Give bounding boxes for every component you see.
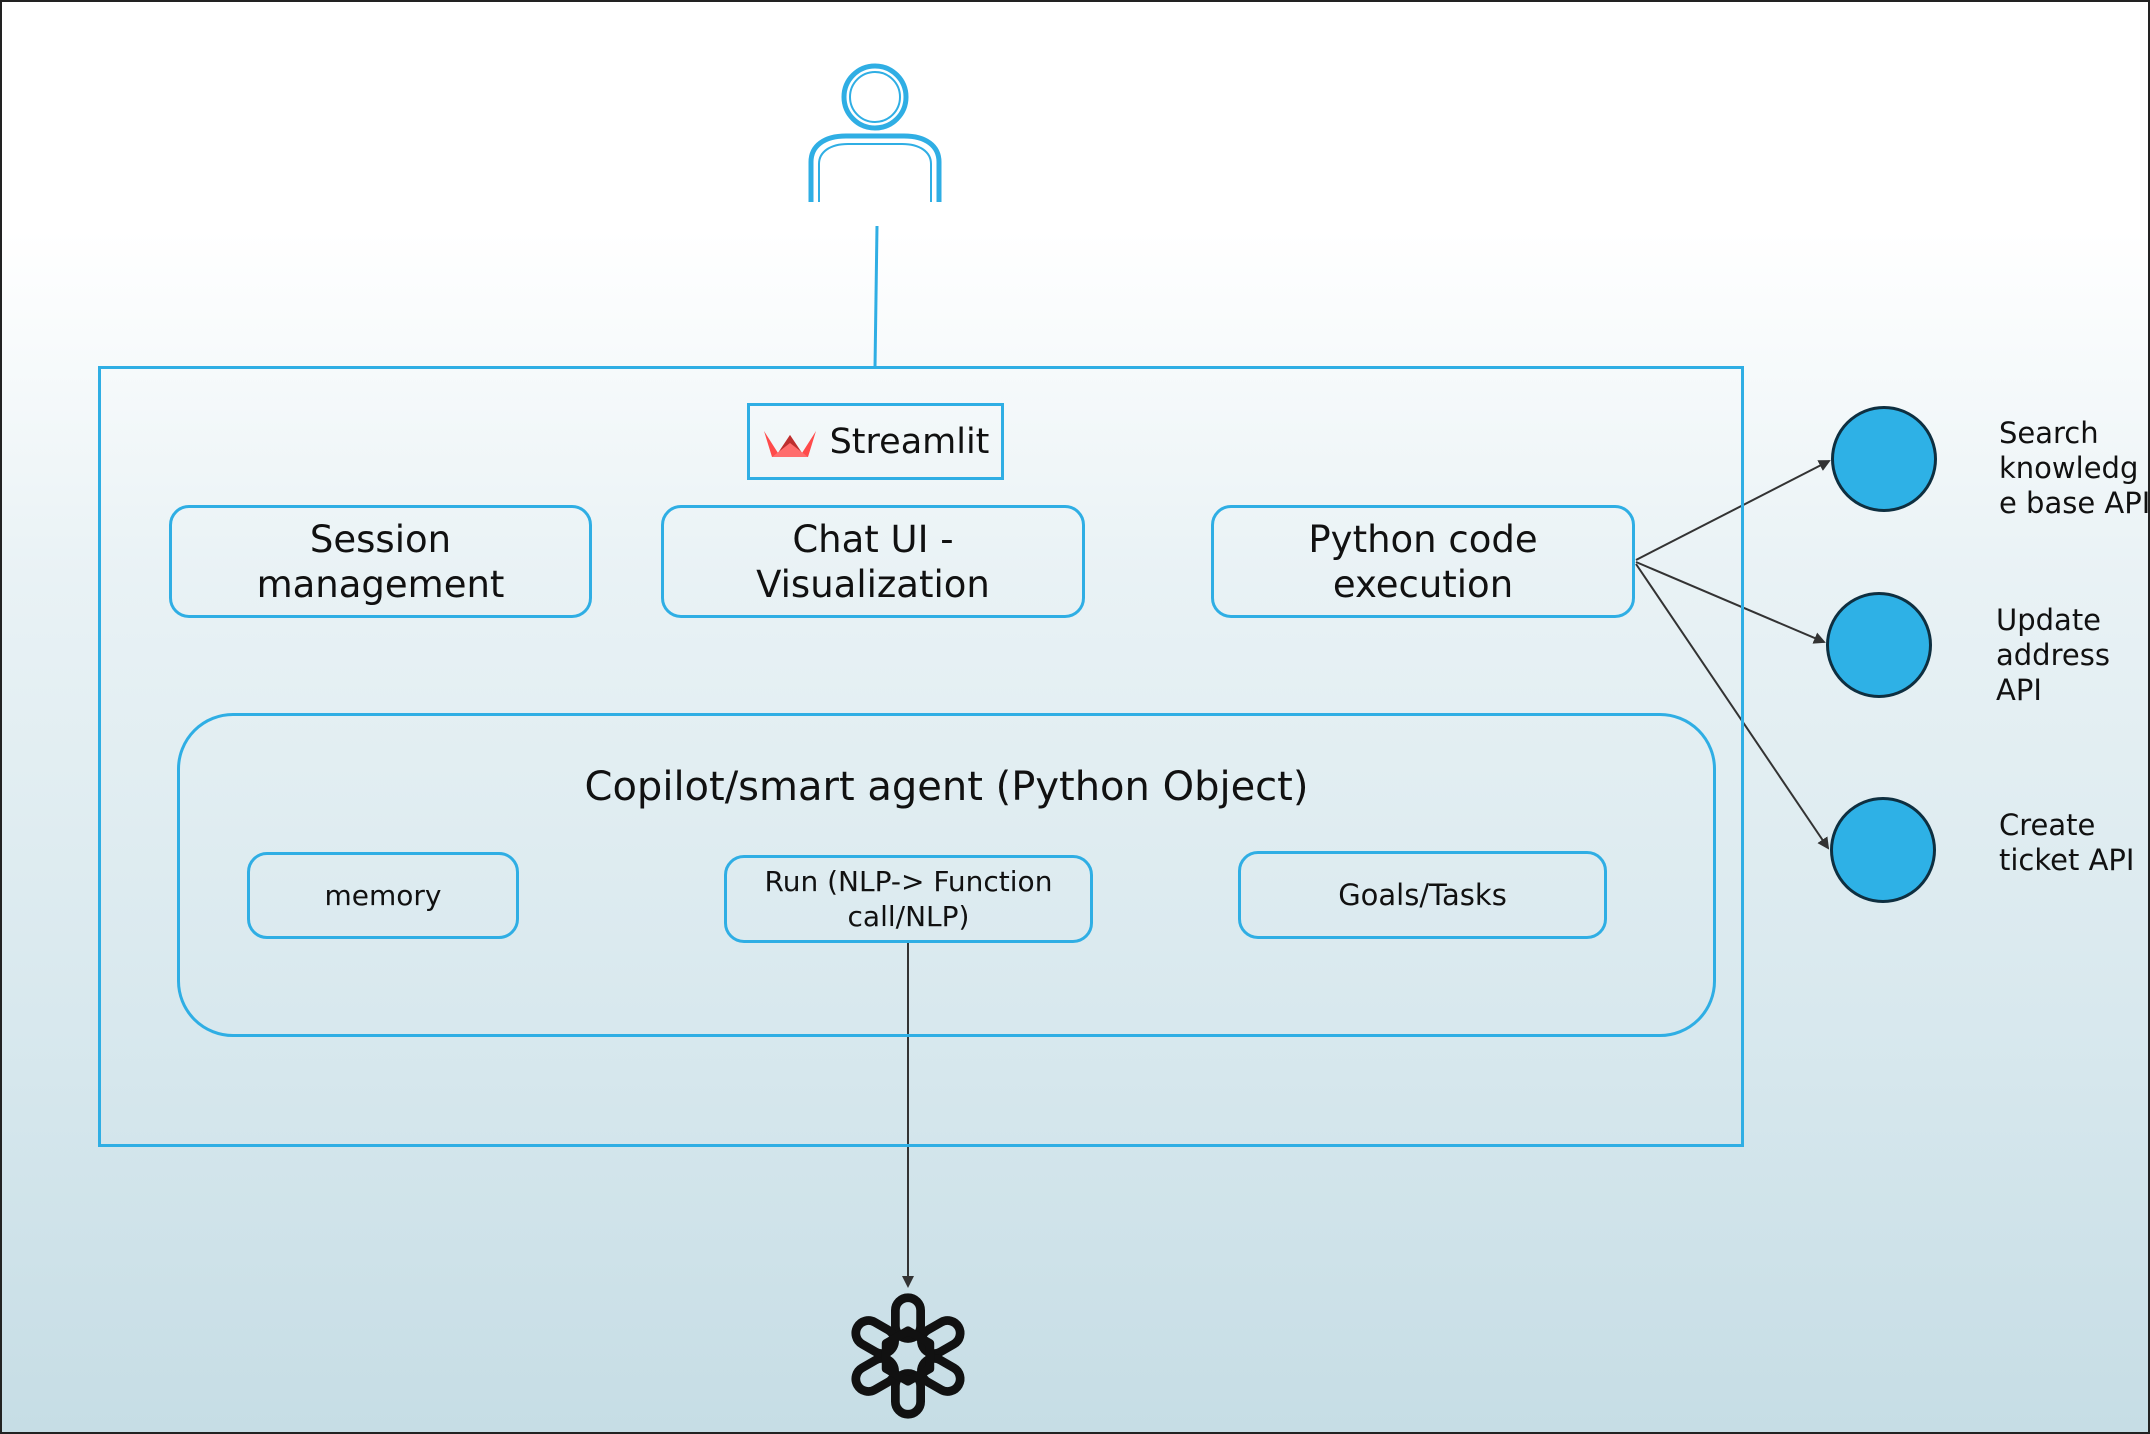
memory-label: memory <box>324 879 442 912</box>
exec-to-update-api-arrow <box>1635 561 1826 644</box>
user-to-app-connector <box>873 225 879 369</box>
app-container <box>98 366 1744 1147</box>
python-execution-label: Python code execution <box>1308 517 1538 606</box>
exec-to-ticket-api-arrow <box>1635 563 1830 850</box>
search-api-label: Search knowledg e base API <box>1999 416 2150 520</box>
streamlit-label: Streamlit <box>829 421 990 462</box>
update-api-node <box>1826 592 1932 698</box>
openai-logo-icon <box>851 1293 965 1419</box>
run-label: Run (NLP-> Function call/NLP) <box>764 865 1053 933</box>
chat-ui-label: Chat UI - Visualization <box>756 517 990 606</box>
memory-box: memory <box>247 852 519 939</box>
exec-to-search-api-arrow <box>1635 460 1831 561</box>
run-box: Run (NLP-> Function call/NLP) <box>724 855 1093 943</box>
agent-title: Copilot/smart agent (Python Object) <box>584 764 1309 810</box>
user-icon <box>808 63 942 202</box>
update-api-label: Update address API <box>1996 603 2110 707</box>
streamlit-box: Streamlit <box>747 403 1004 480</box>
ticket-api-node <box>1830 797 1936 903</box>
session-management-label: Session management <box>256 517 505 606</box>
session-management-box: Session management <box>169 505 592 618</box>
streamlit-crown-icon <box>763 430 816 457</box>
goals-label: Goals/Tasks <box>1338 878 1507 912</box>
ticket-api-label: Create ticket API <box>1999 808 2135 877</box>
search-api-node <box>1831 406 1937 512</box>
python-execution-box: Python code execution <box>1211 505 1635 618</box>
chat-ui-box: Chat UI - Visualization <box>661 505 1085 618</box>
agent-container <box>177 713 1716 1037</box>
goals-box: Goals/Tasks <box>1238 851 1607 939</box>
